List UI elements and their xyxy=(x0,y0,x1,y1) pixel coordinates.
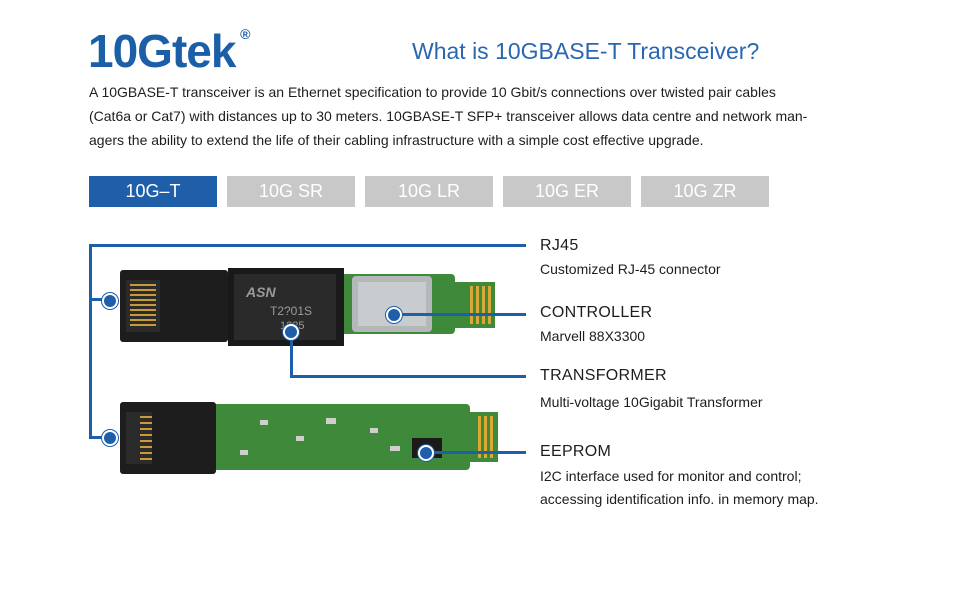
tab-10g-lr[interactable]: 10G LR xyxy=(365,176,493,207)
controller-description: Marvell 88X3300 xyxy=(540,328,646,344)
leader-transformer-horizontal xyxy=(290,375,526,378)
brand-name: 10Gtek xyxy=(88,25,236,77)
intro-line-3: agers the ability to extend the life of … xyxy=(89,132,704,148)
leader-transformer-vertical xyxy=(290,330,293,378)
marker-eeprom xyxy=(418,445,434,461)
marker-rj45-top xyxy=(102,293,118,309)
transceiver-top-image: ASN T2?01S 1?25 xyxy=(120,268,495,346)
tab-10g-er[interactable]: 10G ER xyxy=(503,176,631,207)
marker-controller xyxy=(386,307,402,323)
leader-rj45-bottom-stub xyxy=(89,436,109,439)
brand-logo: 10Gtek® xyxy=(88,24,250,78)
tab-10g-zr[interactable]: 10G ZR xyxy=(641,176,769,207)
transceiver-bottom-image xyxy=(120,402,498,474)
intro-line-1: A 10GBASE-T transceiver is an Ethernet s… xyxy=(89,84,776,100)
leader-rj45-top-stub xyxy=(89,298,109,301)
leader-rj45-vertical xyxy=(89,244,92,438)
chip-maker-label: ASN xyxy=(245,284,276,300)
transformer-title: TRANSFORMER xyxy=(540,367,667,384)
leader-rj45-horizontal xyxy=(89,244,526,247)
eeprom-description-1: I2C interface used for monitor and contr… xyxy=(540,468,802,484)
marker-rj45-bottom xyxy=(102,430,118,446)
leader-eeprom xyxy=(426,451,526,454)
leader-controller xyxy=(394,313,526,316)
tab-10g-sr[interactable]: 10G SR xyxy=(227,176,355,207)
intro-line-2: (Cat6a or Cat7) with distances up to 30 … xyxy=(89,108,808,124)
tab-10g-t[interactable]: 10G–T xyxy=(89,176,217,207)
intro-paragraph: A 10GBASE-T transceiver is an Ethernet s… xyxy=(89,80,849,152)
chip-part-label: T2?01S xyxy=(270,304,312,318)
rj45-title: RJ45 xyxy=(540,237,579,254)
page-title: What is 10GBASE-T Transceiver? xyxy=(412,38,760,64)
registered-mark: ® xyxy=(240,26,250,42)
eeprom-description-2: accessing identification info. in memory… xyxy=(540,491,819,507)
transformer-description: Multi-voltage 10Gigabit Transformer xyxy=(540,394,763,410)
marker-transformer xyxy=(283,324,299,340)
eeprom-title: EEPROM xyxy=(540,443,612,460)
rj45-description: Customized RJ-45 connector xyxy=(540,261,721,277)
controller-title: CONTROLLER xyxy=(540,304,653,321)
